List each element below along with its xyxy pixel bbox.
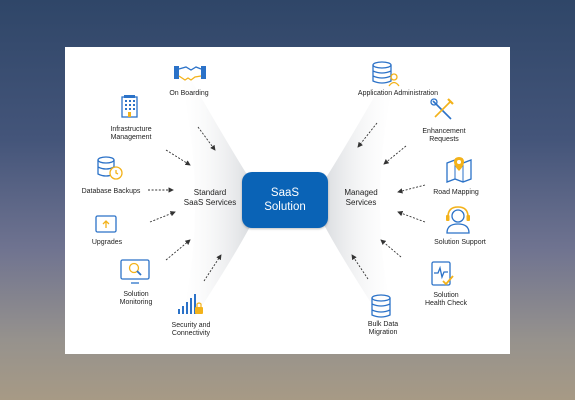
map-pin-icon — [446, 157, 472, 183]
headset-agent-icon — [446, 206, 470, 234]
managed-services-label: Managed Services — [344, 188, 378, 207]
arrow — [165, 239, 191, 261]
application-administration-label: Application Administration — [357, 90, 439, 97]
arrow — [351, 254, 369, 280]
left-arrows — [148, 126, 222, 282]
database-backups-label: Database Backups — [81, 188, 141, 195]
database-clock-icon — [97, 156, 123, 180]
building-icon — [121, 95, 138, 118]
left-fan-shade — [175, 52, 255, 347]
signal-lock-icon — [178, 294, 203, 314]
handshake-icon — [174, 66, 206, 81]
saas-solution-hub: SaaS Solution — [242, 172, 328, 228]
saas-diagram-card: SaaS Solution Standard SaaS Services Man… — [65, 47, 510, 354]
upgrades-label: Upgrades — [91, 239, 123, 246]
arrow — [203, 254, 222, 282]
arrow — [357, 122, 378, 148]
security-connectivity-label: Security and Connectivity — [171, 322, 211, 338]
solution-support-label: Solution Support — [434, 239, 486, 246]
right-arrows — [351, 122, 426, 280]
arrow — [380, 239, 402, 258]
tools-icon — [430, 98, 454, 120]
arrow — [383, 145, 407, 165]
arrow — [197, 126, 216, 151]
road-mapping-label: Road Mapping — [433, 189, 479, 196]
database-user-icon — [372, 61, 400, 87]
enhancement-requests-label: Enhancement Requests — [422, 128, 466, 144]
arrow — [149, 211, 176, 223]
standard-services-label: Standard SaaS Services — [183, 188, 237, 207]
arrow — [397, 184, 426, 194]
database-stack-icon — [371, 294, 391, 318]
diagram-graphics — [95, 52, 472, 347]
solution-health-check-label: Solution Health Check — [424, 292, 468, 308]
arrow — [397, 211, 426, 223]
right-fan-shade — [320, 52, 400, 347]
bulk-data-migration-label: Bulk Data Migration — [367, 321, 399, 337]
arrow — [165, 149, 191, 166]
monitor-search-icon — [120, 259, 150, 284]
upgrade-window-icon — [95, 215, 117, 233]
solution-monitoring-label: Solution Monitoring — [119, 291, 153, 307]
health-check-icon — [431, 261, 454, 286]
on-boarding-label: On Boarding — [169, 90, 209, 97]
infrastructure-management-label: Infrastructure Management — [110, 126, 152, 142]
